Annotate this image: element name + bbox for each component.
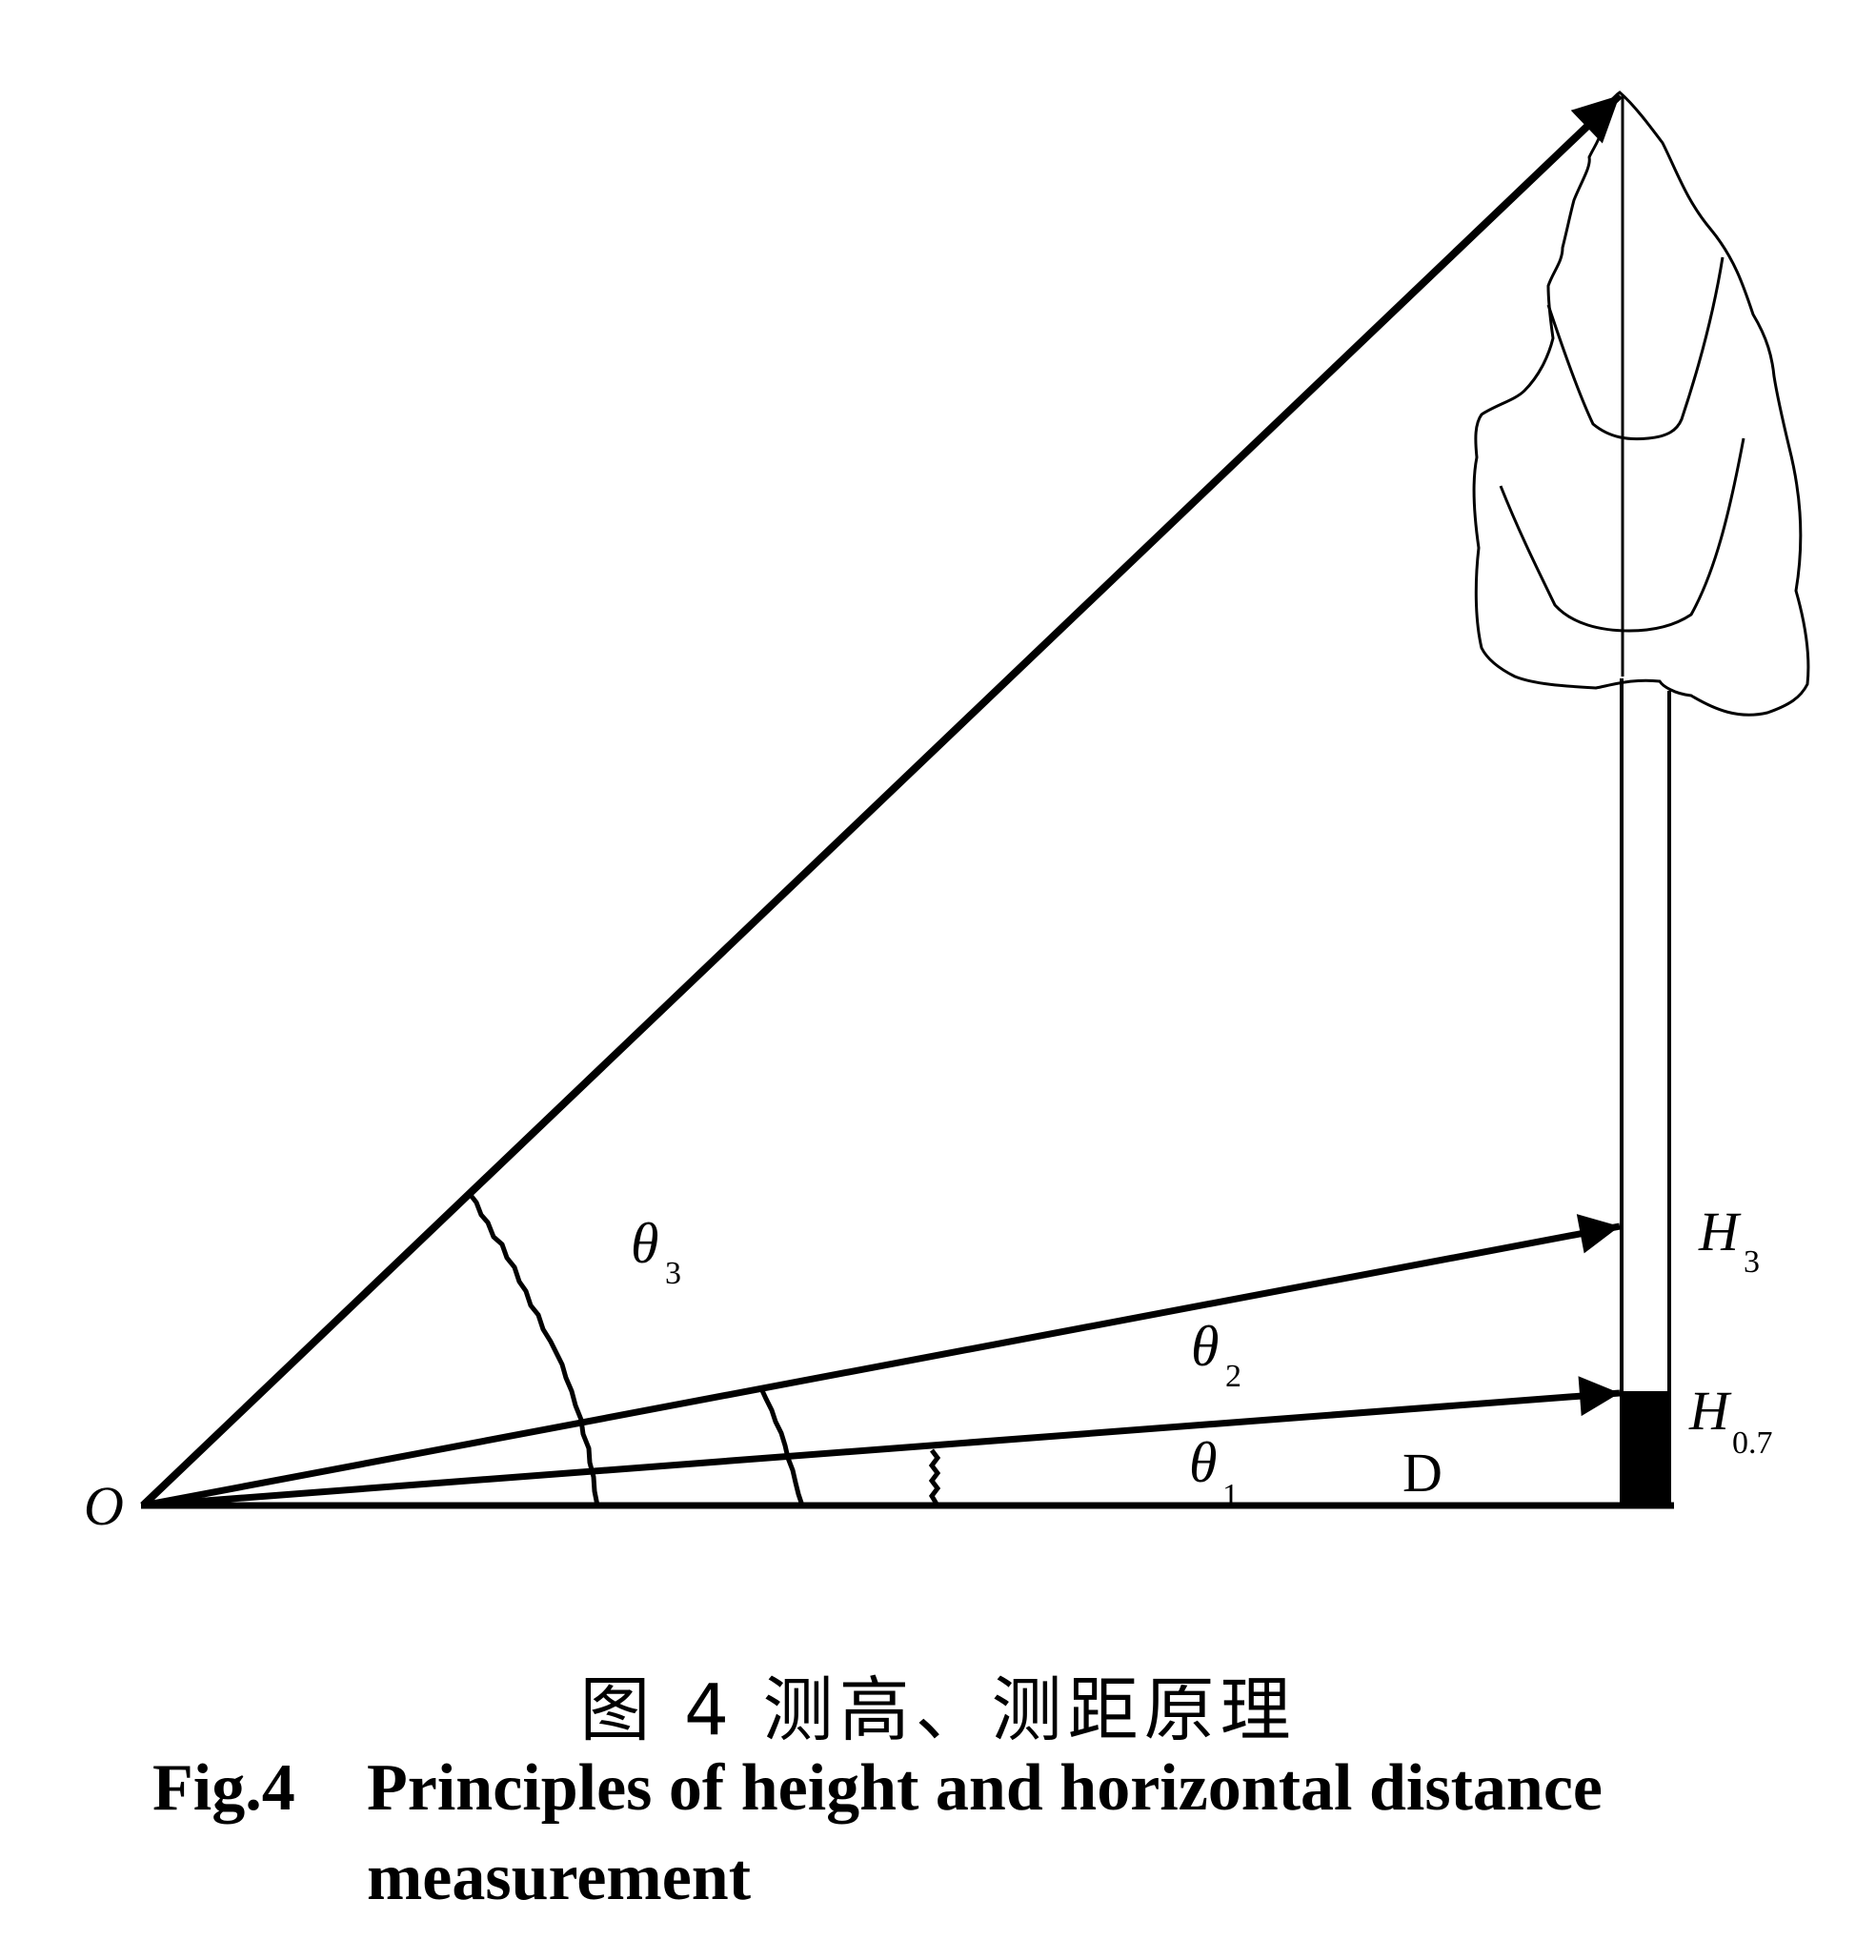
theta2-subscript: 2 bbox=[1225, 1359, 1241, 1394]
figure-number: Fig.4 bbox=[152, 1751, 295, 1825]
sight-line-h07 bbox=[142, 1376, 1621, 1509]
crown-detail-lower bbox=[1499, 437, 1745, 633]
theta2-label: θ bbox=[1191, 1315, 1219, 1378]
h07-label: H bbox=[1688, 1380, 1732, 1442]
theta3-label: θ bbox=[631, 1212, 658, 1275]
h3-subscript: 3 bbox=[1744, 1244, 1760, 1280]
tree-crown bbox=[1472, 91, 1810, 717]
caption-chinese: 图 4 测高、测距原理 bbox=[579, 1669, 1297, 1751]
caption-english-line2: measurement bbox=[367, 1841, 752, 1914]
origin-label: O bbox=[84, 1475, 124, 1537]
angle-arc-theta1 bbox=[928, 1448, 941, 1507]
theta1-subscript: 1 bbox=[1222, 1478, 1239, 1513]
measurement-diagram: O θ 3 θ 2 θ 1 D H 3 H 0.7 bbox=[84, 91, 1810, 1537]
theta1-label: θ bbox=[1189, 1431, 1217, 1494]
caption-english-title: Principles of height and horizontal dist… bbox=[367, 1751, 1603, 1825]
h3-label: H bbox=[1698, 1201, 1742, 1263]
caption-english: Fig.4 Principles of height and horizontal… bbox=[152, 1744, 1829, 1923]
angle-arc-theta2 bbox=[757, 1384, 805, 1506]
sight-line-h3 bbox=[142, 1214, 1621, 1509]
sight-line-top bbox=[140, 92, 1623, 1508]
crown-detail-upper bbox=[1546, 256, 1725, 441]
angle-arc-theta3 bbox=[468, 1192, 600, 1506]
breast-height-block bbox=[1622, 1391, 1669, 1505]
theta3-subscript: 3 bbox=[665, 1256, 681, 1291]
distance-label: D bbox=[1402, 1442, 1442, 1504]
caption-english-line1: Fig.4 Principles of height and horizontal… bbox=[152, 1744, 1829, 1833]
h07-subscript: 0.7 bbox=[1732, 1425, 1773, 1461]
